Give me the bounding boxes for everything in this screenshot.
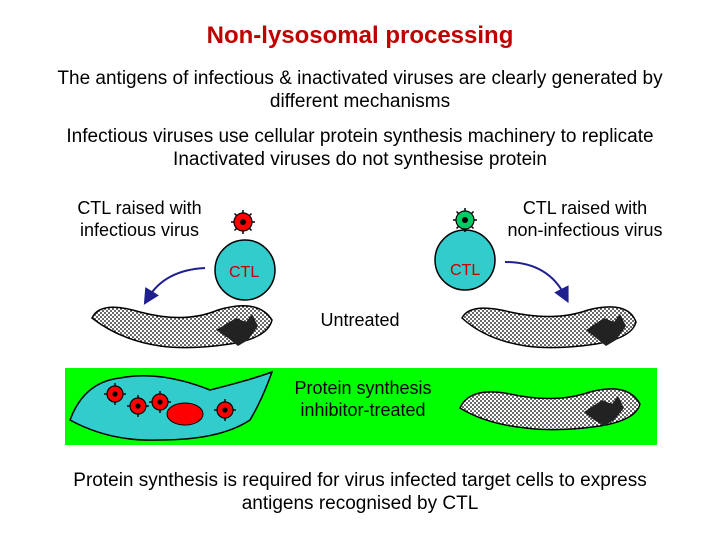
target-cell-icon	[461, 306, 637, 349]
ctl-cell-left-label: CTL	[229, 264, 260, 281]
virus-icon	[104, 383, 126, 405]
ctl-cell-left	[214, 239, 276, 301]
inhibitor-line-1: Protein synthesis	[294, 378, 432, 398]
ctl-infectious-line-2: infectious virus	[79, 219, 200, 240]
conclusion-line-2: antigens recognised by CTL	[241, 492, 479, 514]
target-cell-icon	[91, 305, 273, 349]
mechanism-line-1: Infectious viruses use cellular protein …	[66, 126, 654, 147]
virus-icon	[149, 391, 171, 413]
intro-line-1: The antigens of infectious & inactivated…	[57, 68, 663, 89]
intro-text: The antigens of infectious & inactivated…	[20, 68, 700, 114]
virus-icon	[453, 208, 477, 232]
target-cell-icon	[459, 388, 641, 431]
ctl-infectious-line-1: CTL raised with	[77, 198, 202, 218]
page-title: Non-lysosomal processing	[206, 22, 514, 49]
untreated-label: Untreated	[320, 310, 400, 330]
inhibitor-line-2: inhibitor-treated	[300, 399, 426, 420]
ctl-noninfectious-label: CTL raised with non-infectious virus	[480, 198, 690, 241]
ctl-cell-right-label: CTL	[450, 262, 481, 279]
intro-line-2: different mechanisms	[269, 90, 451, 112]
virus-icon	[214, 399, 236, 421]
curved-arrow-icon	[504, 261, 569, 304]
mechanism-text: Infectious viruses use cellular protein …	[20, 126, 700, 172]
virus-icon	[127, 395, 149, 417]
virus-icon	[231, 210, 255, 234]
mechanism-line-2: Inactivated viruses do not synthesise pr…	[173, 148, 547, 170]
curved-arrow-icon	[143, 267, 206, 305]
conclusion-text: Protein synthesis is required for virus …	[20, 470, 700, 516]
inhibitor-treated-label: Protein synthesis inhibitor-treated	[278, 378, 448, 421]
ctl-infectious-label: CTL raised with infectious virus	[52, 198, 227, 241]
ctl-noninfectious-line-1: CTL raised with	[522, 198, 648, 218]
conclusion-line-1: Protein synthesis is required for virus …	[73, 470, 647, 491]
ctl-noninfectious-line-2: non-infectious virus	[507, 219, 663, 240]
